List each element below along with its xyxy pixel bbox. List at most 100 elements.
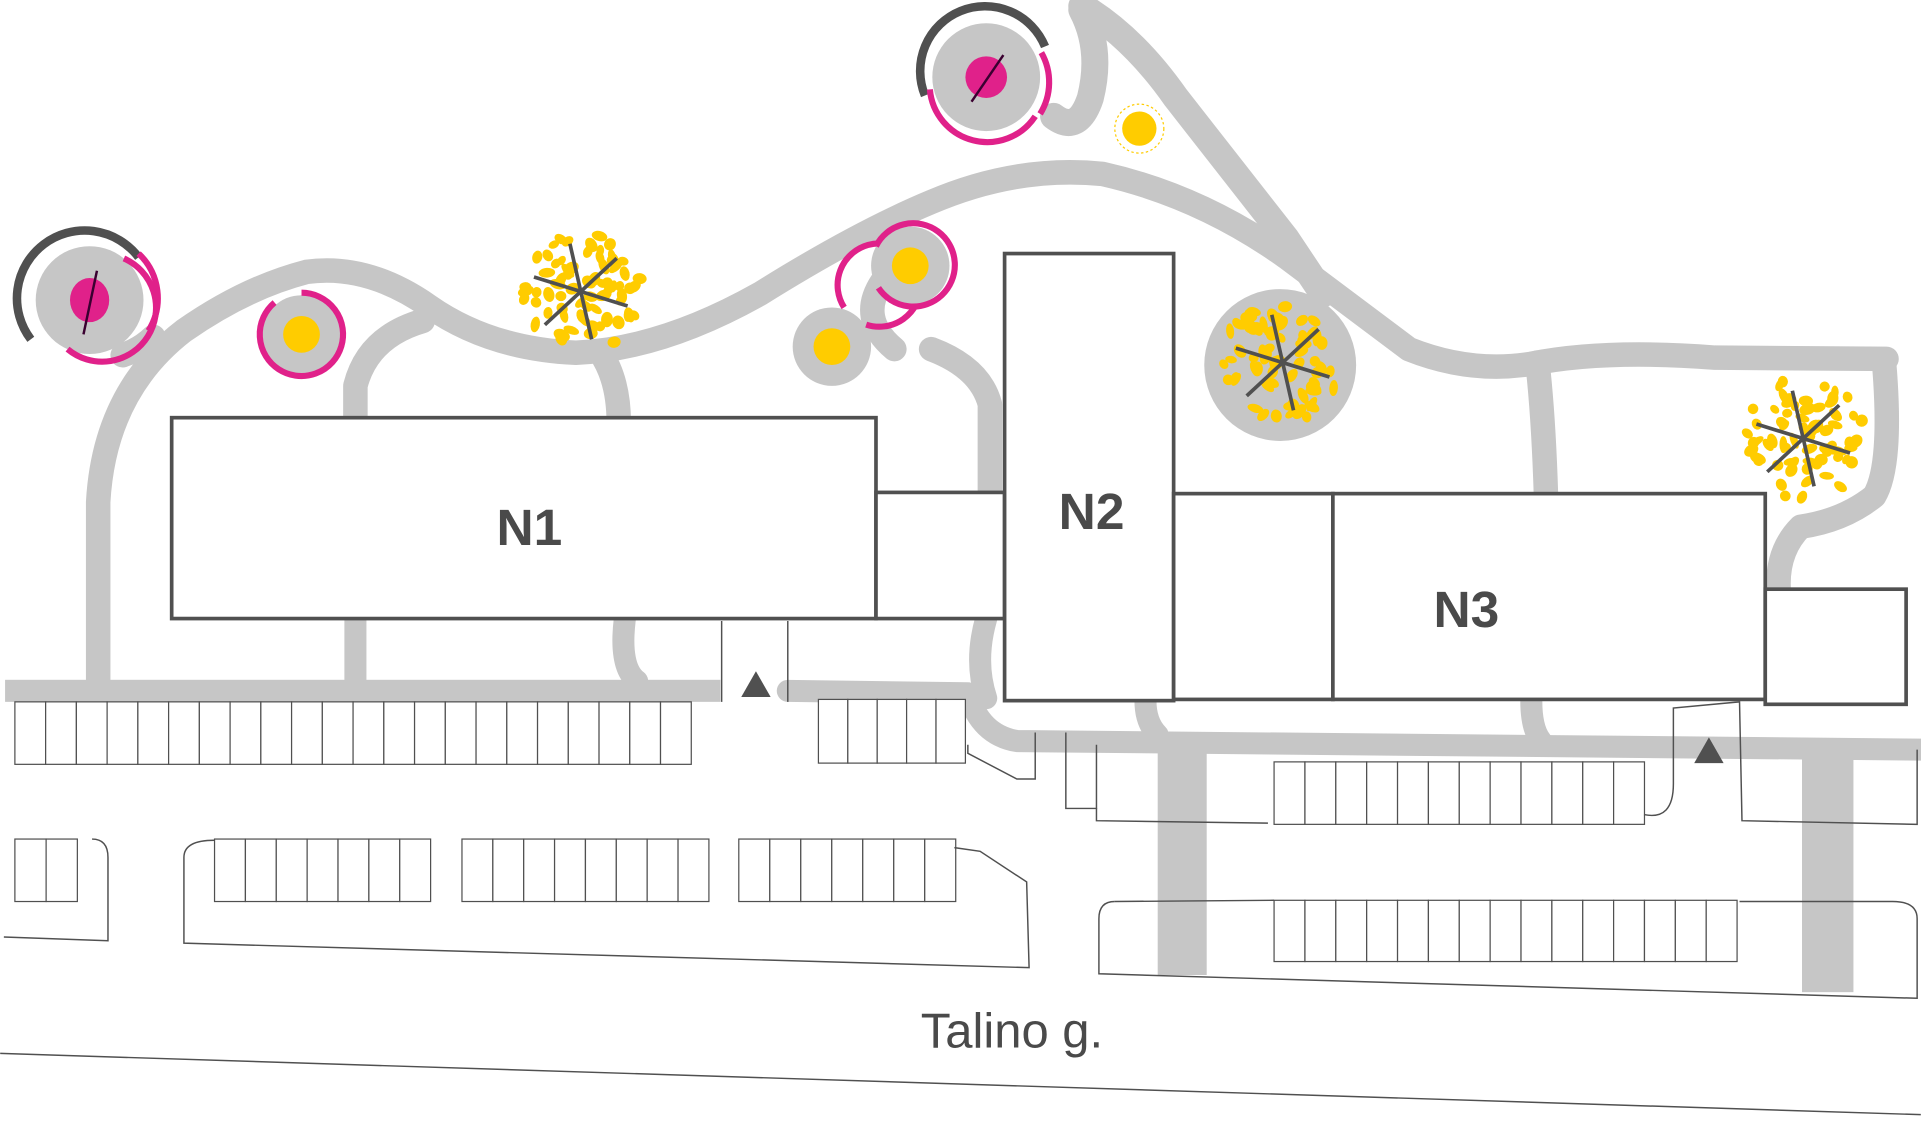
parking-stall: [1427, 899, 1460, 963]
walkways: [5, 0, 1921, 993]
parking-stall: [492, 838, 525, 903]
parking-stall: [137, 701, 170, 765]
entrance-triangle-icon: [741, 671, 771, 697]
parking-stall: [598, 701, 631, 765]
parking-stall: [817, 698, 849, 764]
parking-stall: [769, 838, 802, 903]
parking-stall: [567, 701, 600, 765]
parking-stall: [1335, 761, 1368, 825]
parking-stall: [337, 838, 370, 903]
street-name: Talino g.: [921, 1004, 1103, 1058]
tree-icon: [517, 230, 647, 348]
building-n3[interactable]: [1331, 491, 1768, 702]
playground-circle-icon: [915, 1, 1053, 146]
trees: [517, 230, 1868, 504]
parking-stall: [45, 838, 78, 903]
parking-stall: [167, 701, 200, 765]
parking-stall: [352, 701, 385, 765]
parking-stall: [1366, 899, 1399, 963]
building-n1[interactable]: [169, 415, 878, 621]
parking-stall: [1273, 761, 1306, 825]
parking-stall: [213, 838, 247, 903]
connector-n2-n3: [1171, 491, 1335, 702]
parking-stall: [584, 838, 617, 903]
parking-stall: [413, 701, 446, 765]
seating-spot-icon: [256, 289, 347, 380]
parking-stall: [1582, 761, 1615, 825]
parking-stall: [306, 838, 339, 903]
parking-stall: [847, 698, 878, 764]
parking-stall: [244, 838, 277, 903]
parking-stall: [260, 701, 293, 765]
parking-stall: [461, 838, 494, 903]
parking-stall: [646, 838, 679, 903]
parking-stall: [321, 701, 354, 765]
parking-stall: [14, 838, 47, 903]
annex-n3: [1763, 587, 1908, 707]
parking-stall: [738, 838, 771, 903]
parking-stall: [523, 838, 556, 903]
playground-circle-icon: [12, 226, 161, 365]
parking-stall: [1612, 761, 1646, 825]
parking-stall: [1705, 899, 1738, 963]
lot-outlines: [0, 621, 1921, 1116]
connector-n1-n2: [874, 490, 1007, 621]
parking-stall: [553, 838, 587, 903]
parking-stall: [1458, 761, 1491, 825]
parking-stall: [862, 838, 895, 903]
parking-stall: [1458, 899, 1491, 963]
parking-stall: [1304, 761, 1337, 825]
parking-stall: [475, 701, 508, 765]
building-label-n3: N3: [1433, 580, 1499, 638]
parking-stall: [677, 838, 710, 903]
parking-stall: [935, 698, 967, 764]
parking-stall: [1643, 899, 1676, 963]
parking-stall: [1520, 761, 1553, 825]
parking-stall: [1582, 899, 1615, 963]
parking-stall: [905, 698, 937, 764]
parking-stall: [876, 698, 908, 764]
seating-spot-icon: [1114, 103, 1165, 154]
tree-icon: [1741, 375, 1868, 504]
parking-stall: [629, 701, 662, 765]
parking-stall: [1674, 899, 1707, 963]
parking-stall: [229, 701, 262, 765]
parking-stall: [1612, 899, 1646, 963]
parking-stall: [290, 701, 323, 765]
parking-stall: [924, 838, 957, 903]
tree-icon: [1219, 301, 1338, 423]
parking-stall: [1396, 761, 1430, 825]
parking-stall: [106, 701, 139, 765]
parking-stall: [444, 701, 477, 765]
parking-stall: [506, 701, 539, 765]
parking-stall: [615, 838, 648, 903]
parking-stall: [275, 838, 308, 903]
parking-stalls: [14, 698, 1738, 963]
building-n2[interactable]: [1002, 251, 1176, 703]
parking-stall: [1489, 761, 1522, 825]
parking-stall: [1366, 761, 1399, 825]
parking-stall: [75, 701, 108, 765]
parking-stall: [1396, 899, 1430, 963]
parking-stall: [45, 701, 77, 765]
parking-stall: [1520, 899, 1553, 963]
building-label-n1: N1: [496, 498, 562, 556]
parking-stall: [1427, 761, 1460, 825]
parking-stall: [800, 838, 833, 903]
seating-spot-icon: [871, 220, 958, 310]
parking-stall: [659, 701, 692, 765]
entrance-triangle-icon: [1694, 737, 1724, 764]
parking-stall: [536, 701, 569, 765]
parking-stall: [893, 838, 926, 903]
building-label-n2: N2: [1059, 482, 1125, 540]
parking-stall: [383, 701, 416, 765]
buildings: N1 N2 N3: [169, 251, 1908, 707]
parking-stall: [198, 701, 231, 765]
parking-stall: [399, 838, 432, 903]
parking-stall: [1335, 899, 1368, 963]
parking-stall: [1551, 761, 1584, 825]
parking-stall: [1551, 899, 1584, 963]
parking-stall: [1489, 899, 1522, 963]
parking-stall: [14, 701, 47, 765]
